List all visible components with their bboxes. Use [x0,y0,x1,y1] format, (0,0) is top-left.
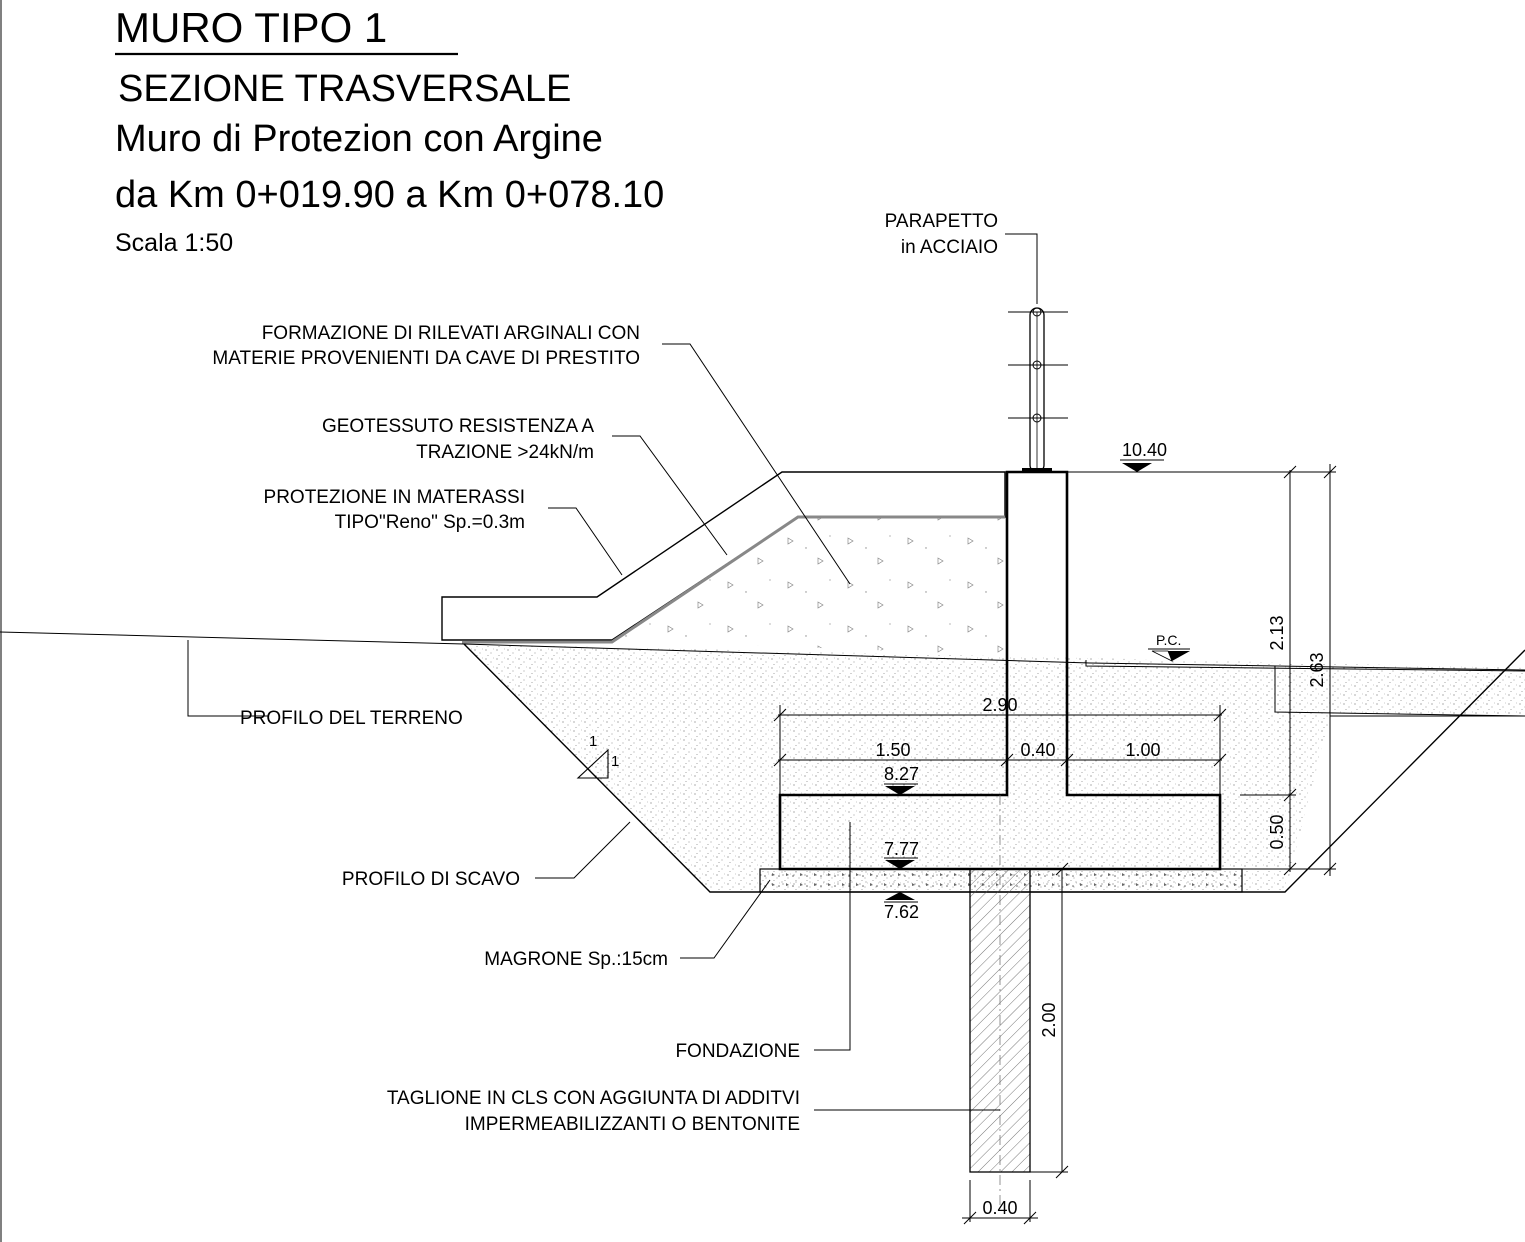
drawing-title: MURO TIPO 1 [115,4,387,51]
geotextile-line [462,515,1005,644]
label-rilevati-1: FORMAZIONE DI RILEVATI ARGINALI CON [262,323,640,344]
label-parapetto-2: in ACCIAIO [901,237,998,258]
excavation-fill [464,644,1525,892]
dimension-lines [773,464,1337,1225]
dim-left: 1.50 [875,740,910,760]
dim-taglione-width: 0.40 [982,1198,1017,1218]
embankment-fill [612,517,1005,655]
elev-top: 10.40 [1122,440,1167,460]
label-pc: P.C. [1156,632,1181,648]
title-block: MURO TIPO 1 SEZIONE TRASVERSALE Muro di … [115,4,664,257]
label-geotessuto-1: GEOTESSUTO RESISTENZA A [322,416,594,437]
dim-stem: 0.40 [1020,740,1055,760]
dim-footing-thickness: 0.50 [1267,814,1287,849]
dim-total-height: 2.63 [1307,652,1327,687]
label-magrone: MAGRONE Sp.:15cm [484,949,668,970]
label-profilo-terreno: PROFILO DEL TERRENO [240,708,463,729]
elevation-values: 10.40 P.C. 8.27 7.77 7.62 [884,440,1181,922]
drawing-description: Muro di Protezion con Argine [115,118,603,160]
label-taglione-2: IMPERMEABILIZZANTI O BENTONITE [465,1114,800,1135]
label-rilevati-2: MATERIE PROVENIENTI DA CAVE DI PRESTITO [212,348,640,369]
dim-total-width: 2.90 [982,695,1017,715]
retaining-wall [778,470,1222,871]
ground-profile [0,631,1525,671]
label-fondazione: FONDAZIONE [675,1041,800,1062]
label-taglione-1: TAGLIONE IN CLS CON AGGIUNTA DI ADDITVI [387,1088,800,1109]
elev-footing-bottom: 7.77 [884,839,919,859]
dim-taglione-depth: 2.00 [1039,1002,1059,1037]
drawing-subtitle: SEZIONE TRASVERSALE [118,68,571,110]
label-protezione-2: TIPO"Reno" Sp.=0.3m [335,512,525,533]
slope-ratio-top: 1 [589,733,597,750]
label-protezione-1: PROTEZIONE IN MATERASSI [264,487,525,508]
drawing-chainage: da Km 0+019.90 a Km 0+078.10 [115,174,664,216]
label-parapetto-1: PARAPETTO [885,211,998,232]
dim-stem-height: 2.13 [1267,615,1287,650]
label-profilo-scavo: PROFILO DI SCAVO [342,869,520,890]
annotation-labels: PARAPETTO in ACCIAIO FORMAZIONE DI RILEV… [212,211,998,1135]
elevation-markers [576,459,1190,903]
elev-footing-top: 8.27 [884,764,919,784]
dim-right: 1.00 [1125,740,1160,760]
elev-magrone-bottom: 7.62 [884,902,919,922]
steel-parapet [1008,307,1068,473]
drawing-scale: Scala 1:50 [115,229,233,257]
slope-ratio-side: 1 [611,753,619,770]
label-geotessuto-2: TRAZIONE >24kN/m [416,442,594,463]
leader-lines [187,233,1038,1111]
dimension-values: 2.90 1.50 0.40 1.00 2.13 2.63 0.50 2.00 … [875,615,1327,1218]
